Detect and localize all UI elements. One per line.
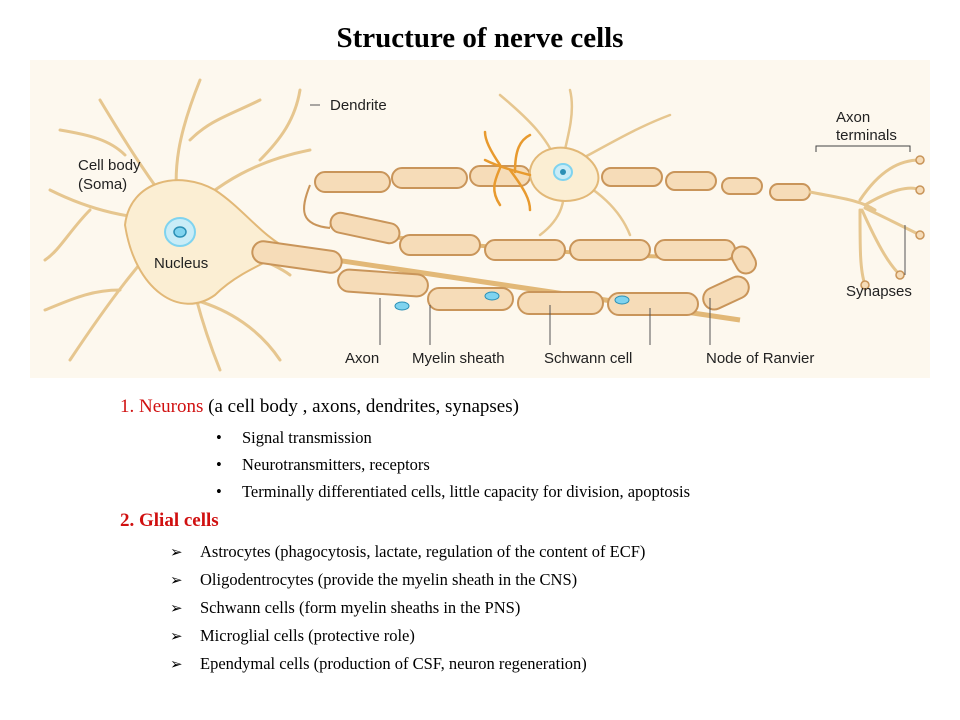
label-schwann-cell: Schwann cell bbox=[544, 350, 632, 367]
list-item-text: Microglial cells (protective role) bbox=[200, 626, 415, 645]
list-item-text: Astrocytes (phagocytosis, lactate, regul… bbox=[200, 542, 646, 561]
page-title: Structure of nerve cells bbox=[336, 22, 624, 54]
neurons-number: 1. bbox=[120, 396, 139, 417]
bullet-dot-icon: • bbox=[216, 482, 222, 501]
arrow-bullet-icon: ➢ bbox=[170, 657, 183, 673]
list-item: ➢ Microglial cells (protective role) bbox=[170, 626, 940, 646]
label-soma: (Soma) bbox=[78, 176, 127, 193]
list-item: • Neurotransmitters, receptors bbox=[216, 455, 940, 475]
second-neuron bbox=[483, 88, 672, 237]
list-item-text: Neurotransmitters, receptors bbox=[242, 455, 430, 474]
bullet-dot-icon: • bbox=[216, 428, 222, 447]
bullet-dot-icon: • bbox=[216, 455, 222, 474]
list-item: ➢ Oligodentrocytes (provide the myelin sh… bbox=[170, 570, 940, 590]
leader-lines bbox=[310, 104, 906, 345]
list-item-text: Schwann cells (form myelin sheaths in th… bbox=[200, 598, 521, 617]
arrow-bullet-icon: ➢ bbox=[170, 601, 183, 617]
orange-dendrite bbox=[483, 130, 532, 212]
label-node-of-ranvier: Node of Ranvier bbox=[706, 350, 814, 367]
arrow-bullet-icon: ➢ bbox=[170, 629, 183, 645]
label-cell-body: Cell body bbox=[78, 157, 141, 174]
list-item: ➢ Astrocytes (phagocytosis, lactate, regu… bbox=[170, 542, 940, 562]
neuron-diagram: Dendrite Cell body (Soma) Nucleus Axon t… bbox=[30, 60, 930, 378]
list-item-text: Signal transmission bbox=[242, 428, 372, 447]
list-item: • Signal transmission bbox=[216, 428, 940, 448]
label-axon: Axon bbox=[345, 350, 379, 367]
label-myelin-sheath: Myelin sheath bbox=[412, 350, 505, 367]
neuron-illustration: Dendrite Cell body (Soma) Nucleus Axon t… bbox=[30, 60, 930, 378]
list-item: ➢ Schwann cells (form myelin sheaths in t… bbox=[170, 598, 940, 618]
label-dendrite: Dendrite bbox=[330, 97, 387, 114]
axon-lower-row bbox=[251, 240, 750, 323]
label-synapses: Synapses bbox=[846, 283, 912, 300]
neurons-description: (a cell body , axons, dendrites, synapse… bbox=[203, 396, 519, 417]
label-axon-terminals-line2: terminals bbox=[836, 127, 897, 144]
list-item: • Terminally differentiated cells, little… bbox=[216, 482, 940, 502]
list-item-text: Oligodentrocytes (provide the myelin she… bbox=[200, 570, 578, 589]
content-list: 1. Neurons (a cell body , axons, dendrit… bbox=[120, 396, 940, 682]
neurons-title: Neurons bbox=[139, 396, 204, 417]
terminals-bracket bbox=[815, 145, 911, 152]
list-item-text: Terminally differentiated cells, little … bbox=[242, 482, 691, 501]
axon-upper-row bbox=[303, 165, 811, 229]
axon-middle-row bbox=[329, 211, 757, 275]
schwann-nucleus bbox=[394, 301, 410, 311]
section-glial-heading: 2. Glial cells bbox=[120, 510, 219, 531]
arrow-bullet-icon: ➢ bbox=[170, 545, 183, 561]
arrow-bullet-icon: ➢ bbox=[170, 573, 183, 589]
neurons-bullet-list: • Signal transmission • Neurotransmitters,… bbox=[120, 428, 940, 502]
glial-bullet-list: ➢ Astrocytes (phagocytosis, lactate, regu… bbox=[120, 542, 940, 674]
label-nucleus: Nucleus bbox=[154, 255, 208, 272]
list-item-text: Ependymal cells (production of CSF, neur… bbox=[200, 654, 587, 673]
section-neurons-heading: 1. Neurons (a cell body , axons, dendrit… bbox=[120, 396, 940, 418]
label-axon-terminals-line1: Axon bbox=[836, 109, 870, 126]
synapse-ends bbox=[860, 155, 925, 290]
list-item: ➢ Ependymal cells (production of CSF, neu… bbox=[170, 654, 940, 674]
